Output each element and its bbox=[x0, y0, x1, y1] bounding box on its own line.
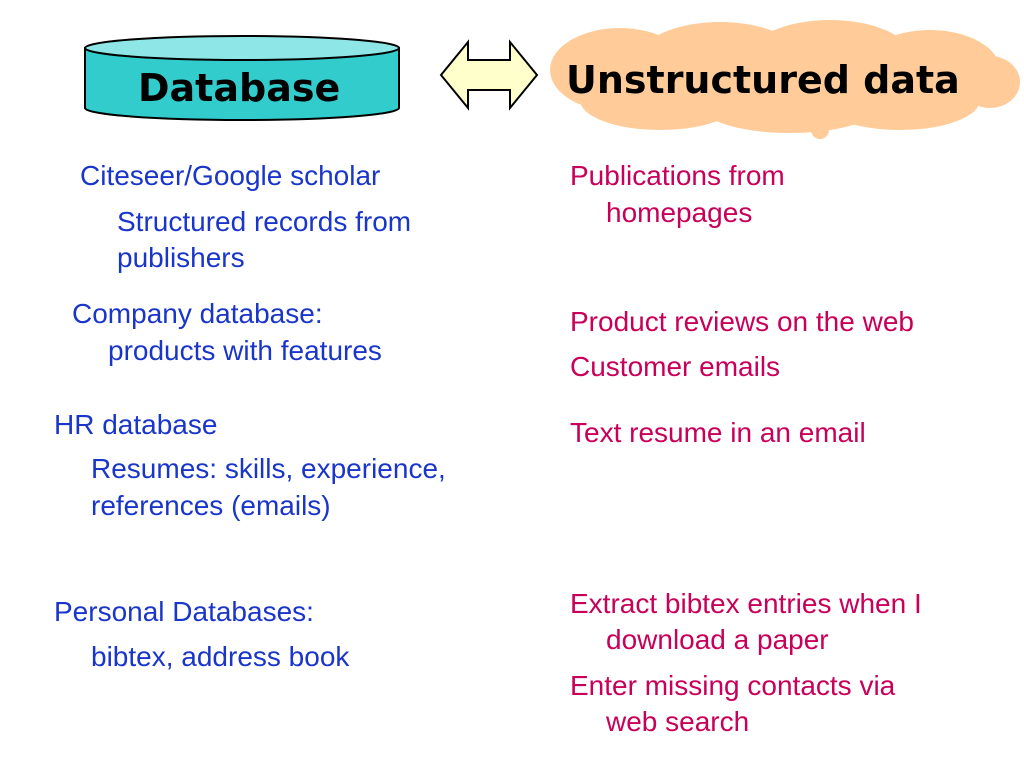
personal-databases-title: Personal Databases: bbox=[54, 596, 314, 627]
publications-line: Publications from bbox=[570, 160, 785, 191]
extract-bibtex-line: download a paper bbox=[606, 624, 829, 655]
personal-databases-detail-line: bibtex, address book bbox=[91, 641, 350, 672]
text-resume-line: Text resume in an email bbox=[570, 417, 866, 448]
citeseer-detail-line: Structured records from bbox=[117, 206, 412, 237]
citeseer-detail-line: publishers bbox=[117, 242, 245, 273]
database-label: Database bbox=[138, 66, 341, 110]
cloud-shape-icon bbox=[550, 20, 1020, 139]
company-database-title: Company database: bbox=[72, 298, 323, 329]
extract-bibtex-line: Extract bibtex entries when I bbox=[570, 588, 922, 619]
hr-database-detail-line: references (emails) bbox=[91, 490, 331, 521]
citeseer-title: Citeseer/Google scholar bbox=[80, 160, 381, 191]
missing-contacts-line: web search bbox=[606, 706, 750, 737]
double-arrow-icon bbox=[439, 39, 539, 111]
hr-database-title: HR database bbox=[54, 409, 218, 440]
unstructured-data-label: Unstructured data bbox=[566, 58, 960, 102]
database-cylinder-icon bbox=[84, 35, 400, 121]
publications-line: homepages bbox=[606, 197, 753, 228]
hr-database-detail-line: Resumes: skills, experience, bbox=[91, 453, 446, 484]
missing-contacts-line: Enter missing contacts via bbox=[570, 670, 896, 701]
product-reviews-line: Product reviews on the web bbox=[570, 306, 914, 337]
customer-emails-line: Customer emails bbox=[570, 351, 781, 382]
company-database-detail-line: products with features bbox=[108, 335, 382, 366]
